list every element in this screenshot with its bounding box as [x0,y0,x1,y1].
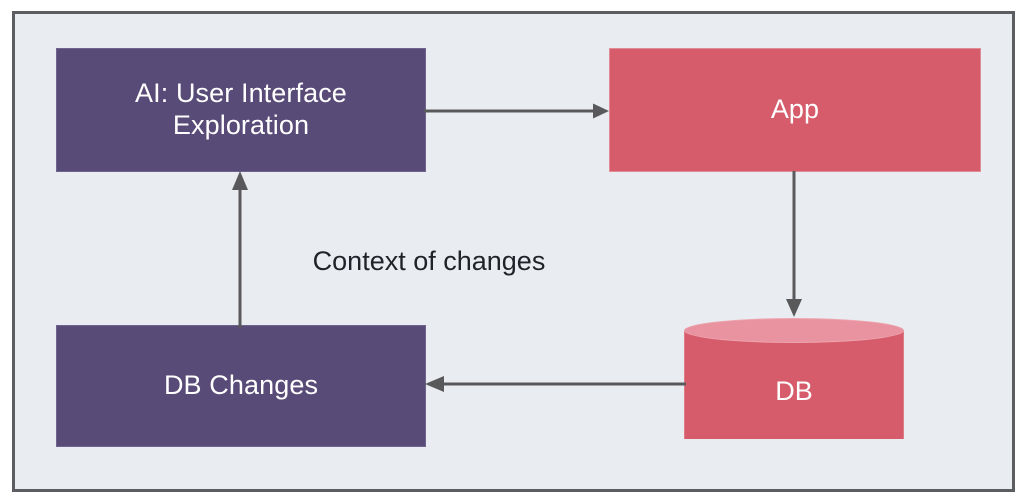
connector-app-to-db [783,171,805,321]
edge-label-context-of-changes: Context of changes [312,246,546,276]
node-db-changes-label: DB Changes [163,370,319,401]
node-ai-user-interface-exploration[interactable]: AI: User Interface Exploration [56,48,426,172]
arrow-right-icon [424,103,609,119]
node-db-cylinder[interactable]: DB [684,318,904,451]
cylinder-top-ellipse [684,318,904,343]
cylinder-body-shape [684,330,904,439]
node-db-label: DB [775,376,813,406]
node-ai-label: AI: User Interface Exploration [135,78,347,140]
node-db-changes[interactable]: DB Changes [56,325,426,447]
diagram-canvas: AI: User Interface Exploration App DB Ch… [12,11,1015,492]
connector-ai-to-app [424,100,614,122]
connector-db-changes-to-ai [229,162,251,328]
arrow-down-icon [786,171,802,317]
node-app[interactable]: App [609,48,981,172]
node-db-label-wrap: DB [684,318,904,451]
arrow-left-icon [425,376,686,392]
node-app-label: App [770,94,820,125]
arrow-up-icon [232,171,248,328]
connector-db-to-db-changes [424,373,686,395]
